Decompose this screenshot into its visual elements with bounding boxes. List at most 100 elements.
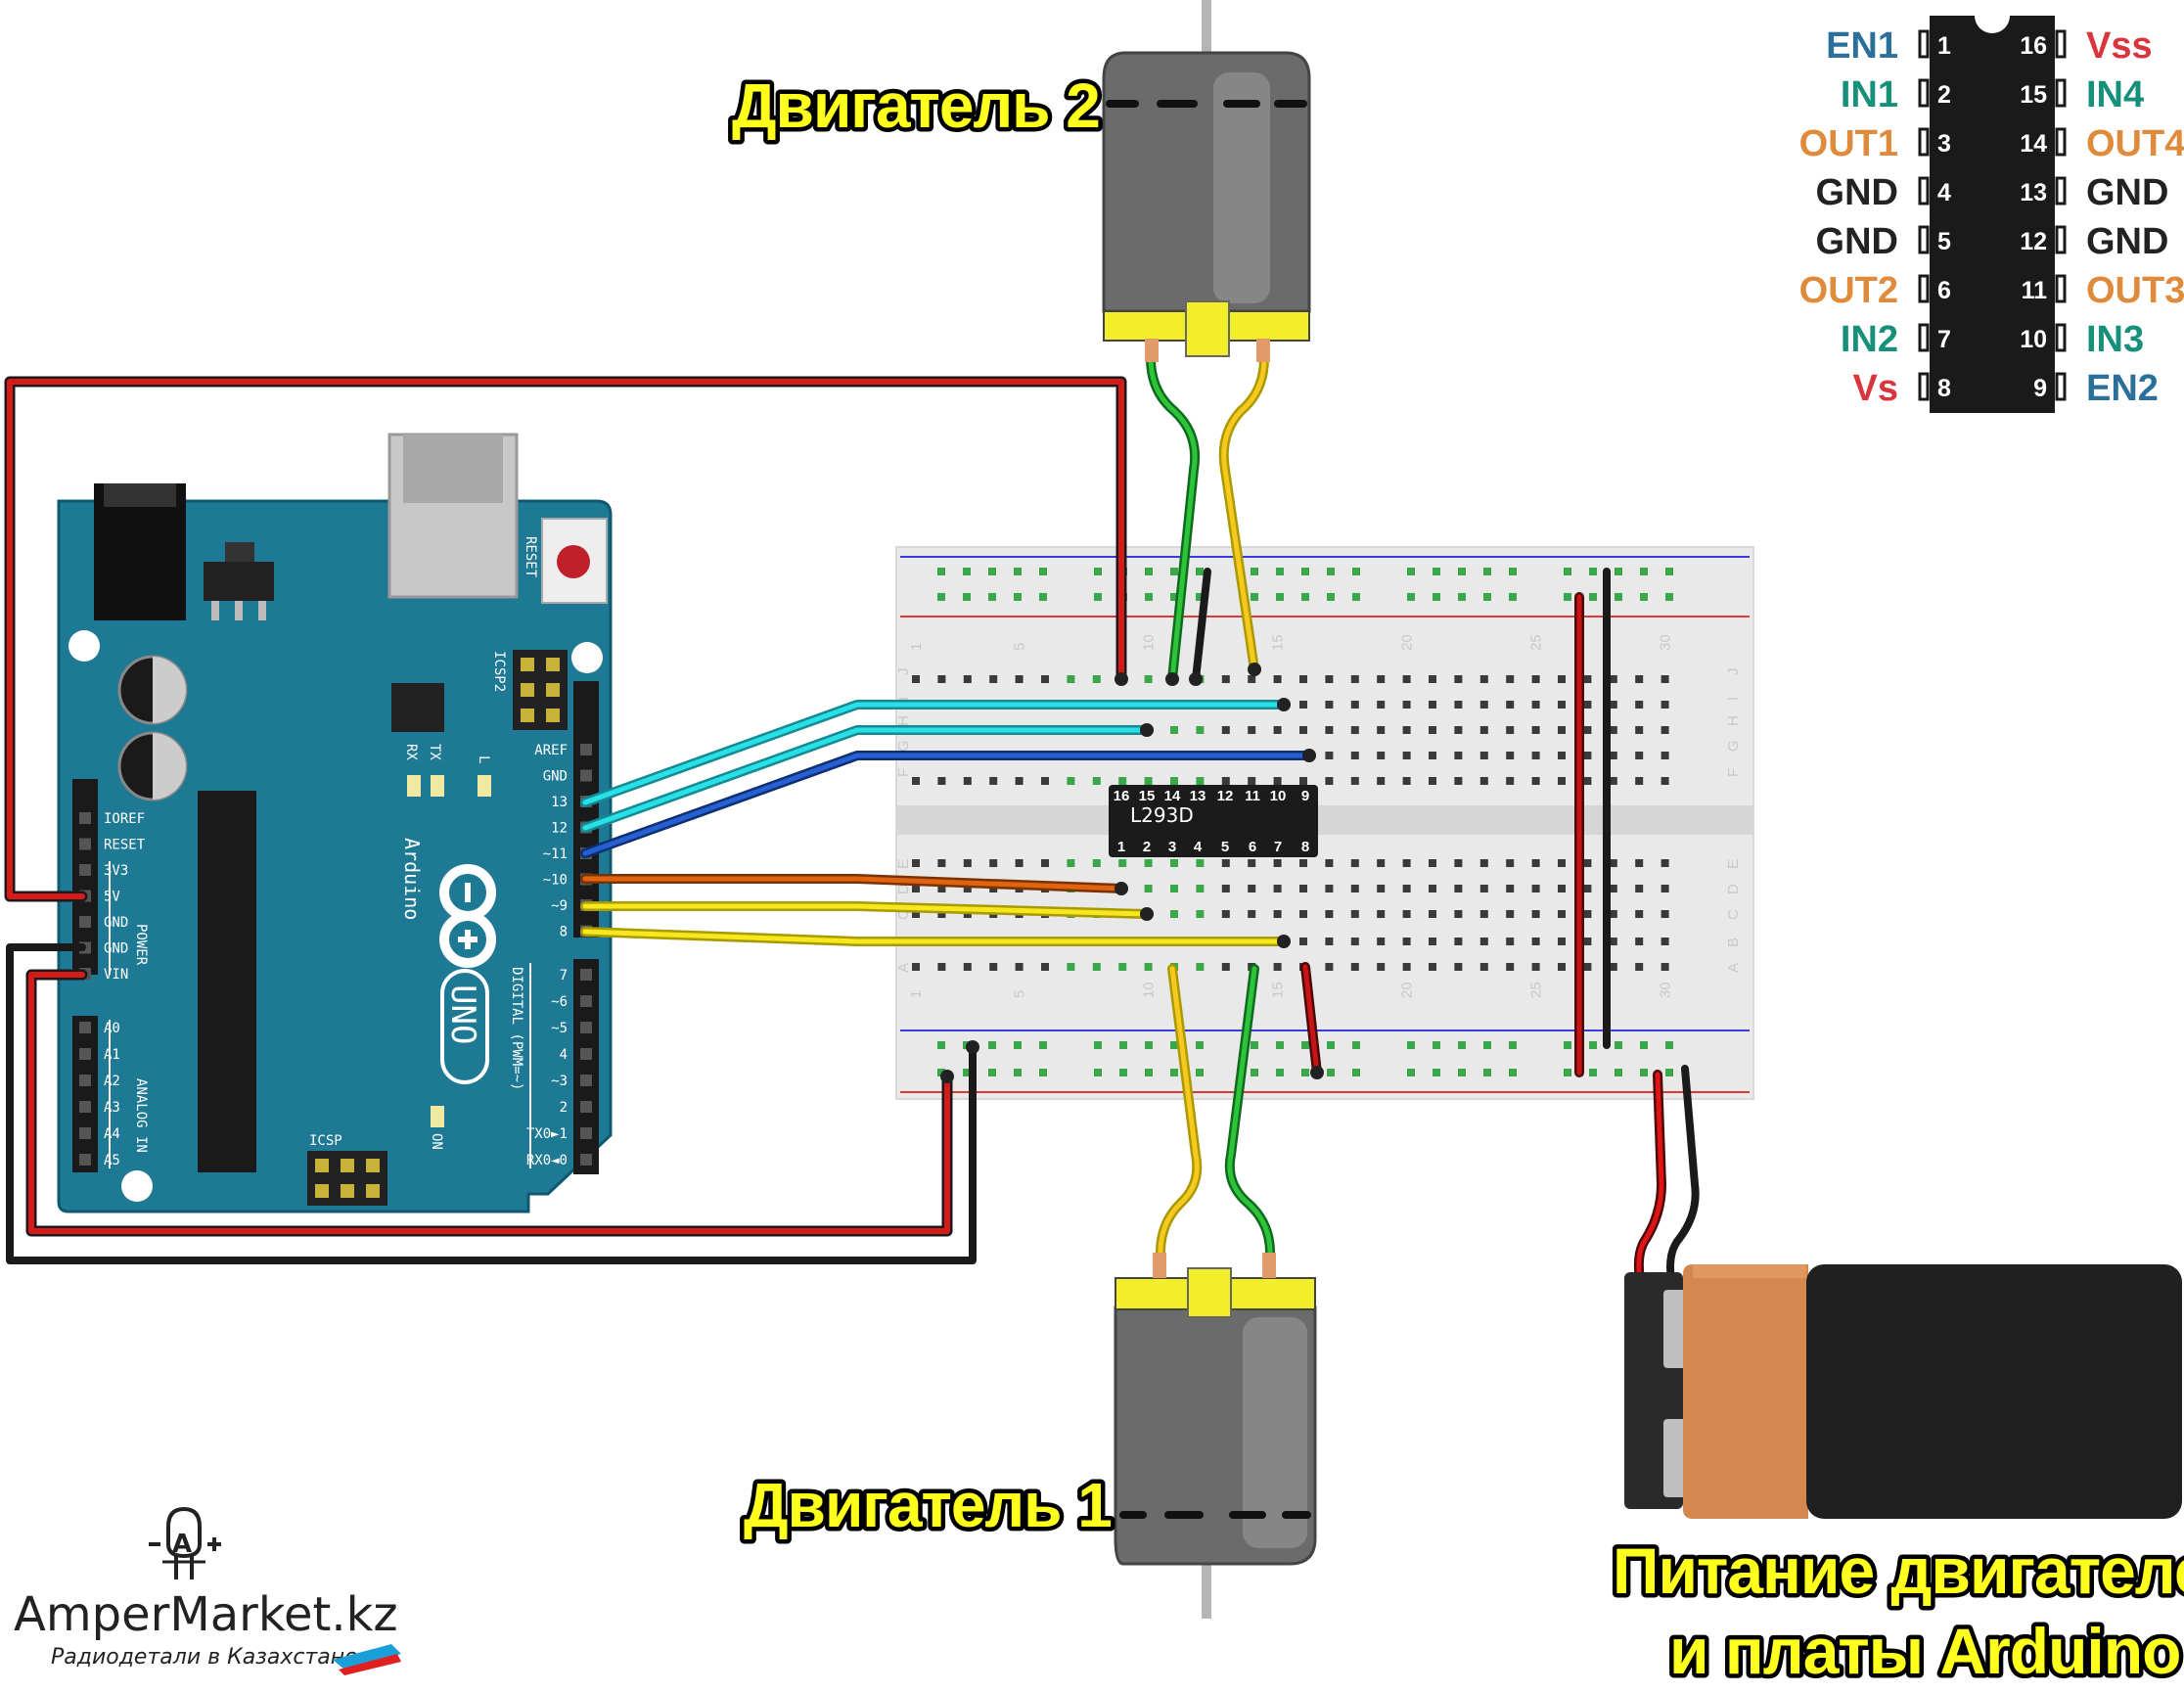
pinout-pin-name: GND bbox=[1816, 221, 1898, 262]
icsp2-header bbox=[513, 650, 568, 730]
breadboard-hole bbox=[1325, 675, 1334, 683]
breadboard-hole bbox=[1248, 910, 1256, 918]
rail-hole bbox=[1145, 593, 1153, 601]
ampermarket-logo: A AmperMarket.kz Радиодетали в Казахстан… bbox=[14, 1506, 401, 1675]
tx-label: TX bbox=[427, 744, 442, 760]
breadboard-hole bbox=[1402, 752, 1411, 759]
breadboard-hole bbox=[1635, 752, 1644, 759]
rail-hole bbox=[1564, 568, 1571, 575]
breadboard-hole bbox=[1609, 963, 1617, 971]
breadboard-hole bbox=[937, 910, 946, 918]
chip-pin-number: 14 bbox=[1164, 788, 1181, 804]
breadboard-hole bbox=[1015, 675, 1024, 683]
breadboard-row-letter: H bbox=[895, 715, 912, 726]
breadboard-hole bbox=[1273, 910, 1282, 918]
rail-hole bbox=[1589, 1069, 1597, 1076]
breadboard-hole bbox=[1635, 859, 1644, 867]
breadboard-hole bbox=[1299, 777, 1307, 785]
breadboard-hole bbox=[1429, 859, 1436, 867]
logo-symbol: A bbox=[172, 1530, 192, 1559]
breadboard-column-number: 30 bbox=[1658, 982, 1674, 998]
wire-vs-jumper bbox=[1302, 964, 1320, 1075]
breadboard-column-number: 15 bbox=[1270, 982, 1287, 998]
breadboard-hole bbox=[912, 777, 920, 785]
pinout-pin-name: EN1 bbox=[1826, 25, 1898, 67]
rail-hole bbox=[1509, 568, 1517, 575]
breadboard-hole bbox=[1221, 726, 1230, 734]
breadboard-hole bbox=[1170, 885, 1178, 892]
breadboard-hole bbox=[1635, 726, 1644, 734]
rail-hole bbox=[1352, 1069, 1360, 1076]
battery-9v bbox=[1624, 1264, 2182, 1519]
rail-hole bbox=[1458, 1041, 1466, 1049]
chip-pin-number: 12 bbox=[1217, 788, 1234, 804]
breadboard-hole bbox=[1609, 859, 1617, 867]
rail-hole bbox=[1509, 593, 1517, 601]
breadboard-hole bbox=[1067, 859, 1075, 867]
breadboard-hole bbox=[1325, 777, 1334, 785]
breadboard-hole bbox=[1325, 963, 1334, 971]
power-title: POWER bbox=[133, 924, 149, 966]
breadboard-hole bbox=[1583, 859, 1592, 867]
breadboard-row-letter: D bbox=[895, 884, 912, 894]
rx-led bbox=[407, 775, 421, 797]
wire-pin9 bbox=[582, 903, 1150, 917]
rail-hole bbox=[1407, 1069, 1415, 1076]
breadboard-hole bbox=[1118, 777, 1127, 785]
breadboard-hole bbox=[963, 885, 972, 892]
reset-button-cap[interactable] bbox=[557, 545, 590, 578]
breadboard-hole bbox=[1454, 859, 1463, 867]
rail-hole bbox=[963, 568, 971, 575]
breadboard-hole bbox=[1635, 777, 1644, 785]
breadboard-hole bbox=[1531, 726, 1540, 734]
header-pin-label: 4 bbox=[560, 1047, 568, 1063]
chip-pin-number: 16 bbox=[1114, 788, 1130, 804]
rail-hole bbox=[1589, 568, 1597, 575]
breadboard-hole bbox=[1402, 938, 1411, 945]
breadboard-hole bbox=[1196, 963, 1205, 971]
rail-hole bbox=[1352, 593, 1360, 601]
breadboard-row-letter: E bbox=[1725, 859, 1742, 869]
header-pin-label: TX0►1 bbox=[526, 1126, 568, 1142]
breadboard-hole bbox=[1144, 963, 1153, 971]
pinout-pin-number: 14 bbox=[2020, 130, 2047, 158]
breadboard-hole bbox=[1479, 752, 1488, 759]
pinout-pin-name: GND bbox=[2086, 172, 2168, 213]
pinout-pin-name: OUT1 bbox=[1799, 123, 1898, 164]
breadboard-column-number: 15 bbox=[1270, 634, 1287, 651]
mount-hole bbox=[571, 642, 603, 673]
motor-2 bbox=[1102, 0, 1311, 362]
chip-pin-number: 1 bbox=[1117, 839, 1125, 855]
header-pin-label: 7 bbox=[560, 968, 568, 984]
wire-pin12 bbox=[582, 727, 1150, 831]
breadboard-hole bbox=[1609, 726, 1617, 734]
breadboard-column-number: 1 bbox=[908, 643, 925, 651]
rail-hole bbox=[1615, 593, 1622, 601]
icsp2-label: ICSP2 bbox=[491, 651, 507, 692]
breadboard-hole bbox=[1429, 938, 1436, 945]
breadboard-hole bbox=[1558, 675, 1566, 683]
breadboard-hole bbox=[1196, 910, 1205, 918]
breadboard-hole bbox=[1221, 910, 1230, 918]
wire-motor2-yellow bbox=[1221, 355, 1267, 672]
breadboard-hole bbox=[1350, 752, 1359, 759]
rail-hole bbox=[1170, 1069, 1178, 1076]
rail-hole bbox=[1119, 1041, 1127, 1049]
breadboard-hole bbox=[1583, 938, 1592, 945]
pinout-pin-name: GND bbox=[2086, 221, 2168, 262]
header-pin-label: A3 bbox=[104, 1100, 120, 1116]
rail-hole bbox=[1145, 1041, 1153, 1049]
breadboard-hole bbox=[1350, 938, 1359, 945]
l-label: L bbox=[476, 755, 491, 763]
pinout-pin-number: 4 bbox=[1937, 179, 1951, 206]
rail-hole bbox=[1170, 568, 1178, 575]
breadboard-row-letter: F bbox=[1725, 768, 1742, 777]
rail-hole bbox=[963, 593, 971, 601]
rail-hole bbox=[937, 568, 945, 575]
rail-hole bbox=[1327, 1069, 1335, 1076]
header-pin-label: 5V bbox=[104, 890, 120, 905]
rail-hole bbox=[1251, 1069, 1258, 1076]
breadboard-hole bbox=[1273, 675, 1282, 683]
chip-name: L293D bbox=[1130, 803, 1194, 827]
